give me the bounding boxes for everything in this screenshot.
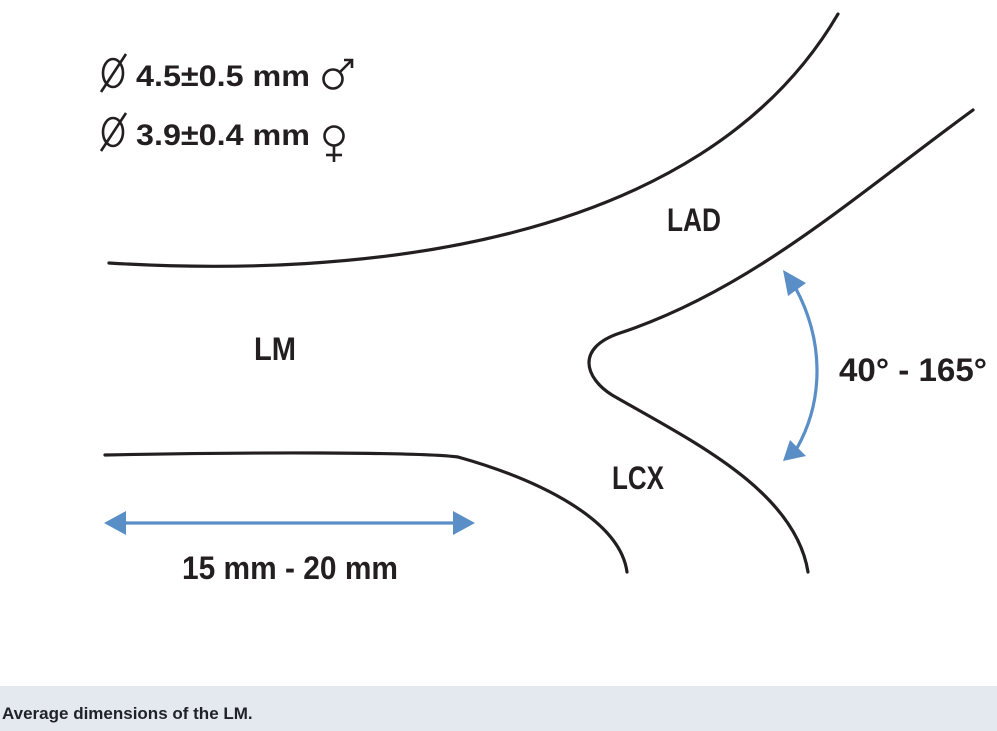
angle-arrow	[783, 270, 819, 461]
label-lcx: LCX	[612, 460, 665, 496]
diameter-male-text: 4.5±0.5 mm	[136, 60, 310, 93]
diameter-female-text: 3.9±0.4 mm	[136, 119, 310, 152]
lm-lad-outer-wall	[107, 12, 840, 268]
diameter-symbol-icon	[99, 53, 128, 93]
vessel-walls	[103, 12, 975, 574]
label-lm: LM	[254, 331, 296, 367]
length-arrowhead-left-icon	[104, 511, 126, 535]
length-arrow	[104, 511, 475, 535]
diameter-annotations: 4.5±0.5 mm 3.9±0.4 mm	[99, 53, 354, 162]
lm-lcx-outer-wall	[103, 451, 629, 574]
diameter-symbol-icon	[99, 112, 128, 152]
angle-arrowhead-bottom-icon	[783, 440, 806, 461]
angle-range-text: 40° - 165°	[839, 352, 987, 388]
female-symbol-icon	[323, 125, 345, 162]
lm-anatomy-diagram: 4.5±0.5 mm 3.9±0.4 mm LAD LM LCX 40° -	[99, 12, 987, 586]
figure-caption: Average dimensions of the LM.	[0, 686, 997, 731]
length-arrowhead-right-icon	[453, 511, 475, 535]
angle-arrowhead-top-icon	[783, 270, 806, 296]
carina-wall	[587, 108, 975, 574]
male-symbol-icon	[322, 58, 354, 90]
label-lad: LAD	[667, 202, 721, 238]
length-range-text: 15 mm - 20 mm	[182, 550, 398, 586]
caption-text: Average dimensions of the LM.	[2, 704, 253, 723]
